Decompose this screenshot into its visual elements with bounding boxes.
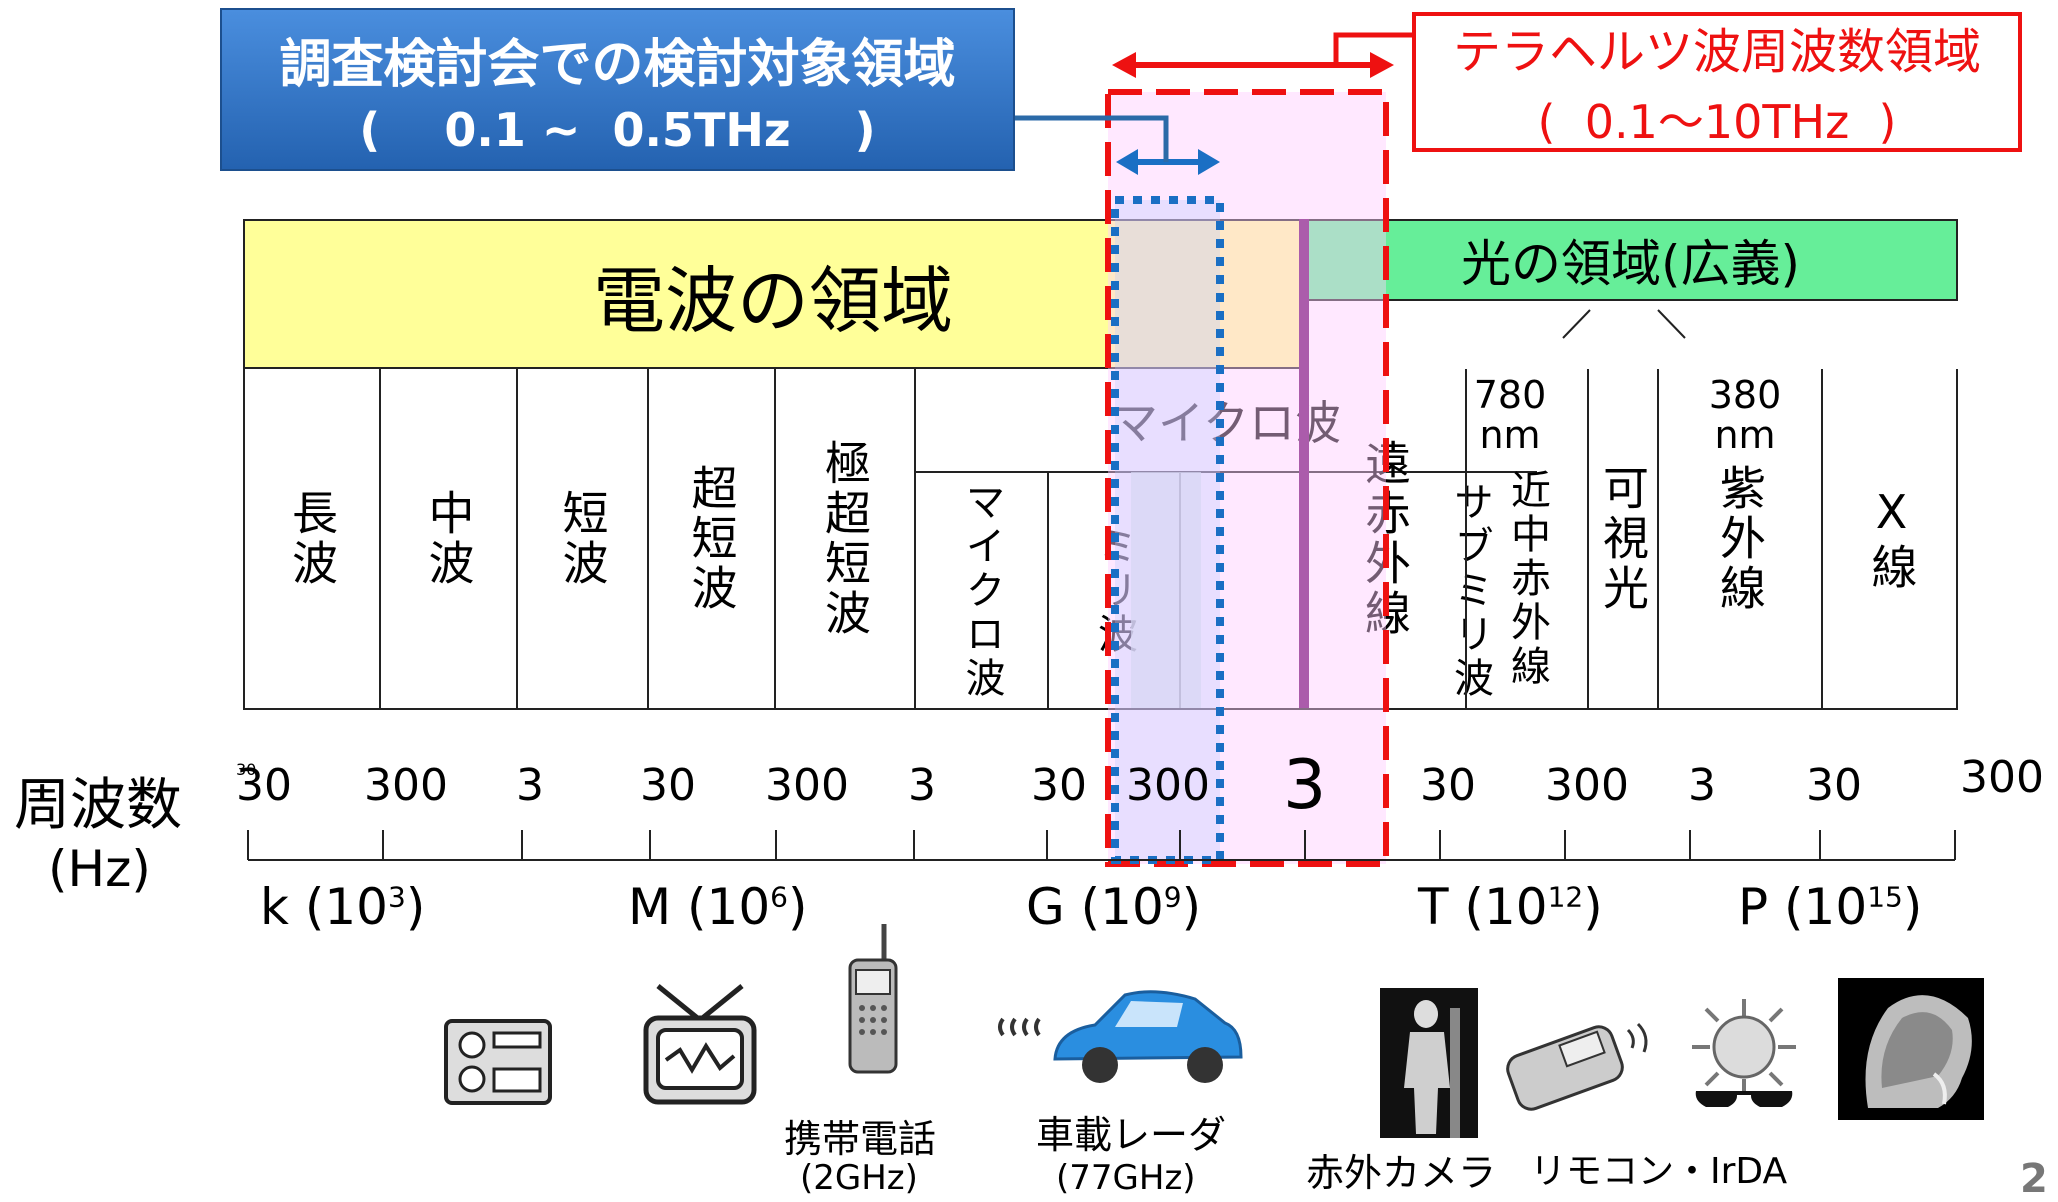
tick-label: 3 <box>1688 760 1716 811</box>
phone-icon <box>848 924 898 1074</box>
band-near-ir: 近中赤外線 <box>1467 369 1589 708</box>
radar-label: 車載レーダ <box>1036 1113 1227 1157</box>
tick-label: 300 <box>1126 760 1210 811</box>
sun-icon <box>1692 999 1796 1107</box>
tick-label: 300 <box>1960 752 2044 803</box>
band-vhf: 超短波 <box>649 369 776 708</box>
light-region-header: 光の領域(広義) <box>1303 219 1958 301</box>
remote-label: リモコン・IrDA <box>1530 1151 1788 1192</box>
study-range-title: 調査検討会での検討対象領域 <box>279 35 956 95</box>
band-uv: 紫外線 <box>1659 369 1823 708</box>
tick-label: 30 <box>1031 760 1087 811</box>
ir-camera-image <box>1380 988 1478 1138</box>
band-uhf: 極超短波 <box>776 369 916 708</box>
unit-g: G (109) <box>1026 878 1202 936</box>
band-microwave: マイクロ波 <box>916 473 1049 708</box>
study-range-box: 調査検討会での検討対象領域 ( 0.1 ~ 0.5THz ) <box>220 8 1015 171</box>
band-long: 長波 <box>245 369 381 708</box>
camera-label: 赤外カメラ <box>1306 1151 1497 1195</box>
unit-k: k (103) <box>260 878 426 936</box>
phone-label: 携帯電話 <box>784 1117 937 1161</box>
study-range-value: ( 0.1 ~ 0.5THz ) <box>359 103 876 157</box>
tick-label: 30 <box>236 760 257 779</box>
wavelength-780: 780 nm <box>1473 373 1547 457</box>
purple-divider <box>1299 219 1309 708</box>
band-table: 長波 中波 短波 超短波 極超短波 マイクロ波 マイクロ波 ミリ波 サブミリ波 … <box>243 219 1958 710</box>
unit-t: T (1012) <box>1418 878 1603 936</box>
tick-label: 3 <box>908 760 936 811</box>
xray-image <box>1838 978 1984 1120</box>
radio-region-label: 電波の領域 <box>592 258 953 343</box>
tick-label: 30 <box>1806 760 1862 811</box>
band-xray: X線 <box>1864 484 1919 593</box>
tick-label: 300 <box>765 760 849 811</box>
page-number: 2 <box>2020 1156 2048 1202</box>
tick-label: 30 <box>640 760 696 811</box>
band-submm: サブミリ波 <box>1447 480 1493 701</box>
radar-freq: (77GHz) <box>1056 1158 1196 1198</box>
light-region-label: 光の領域(広義) <box>1460 235 1800 293</box>
car-icon <box>998 990 1243 1083</box>
tick-label: 300 <box>1545 760 1629 811</box>
thz-range-value: ( 0.1〜10THz ) <box>1537 95 1897 149</box>
unit-m: M (106) <box>628 878 808 936</box>
tick-label: 300 <box>364 760 448 811</box>
tick-label: 3 <box>516 760 544 811</box>
wavelength-380: 380 nm <box>1708 373 1782 457</box>
tick-label: 3 <box>1283 746 1327 825</box>
radio-region-header: 電波の領域 <box>243 219 1303 369</box>
radio-icon <box>444 1019 552 1105</box>
thz-region-border <box>1105 89 1389 867</box>
remote-icon <box>1506 1022 1648 1111</box>
thz-range-box: テラヘルツ波周波数領域 ( 0.1〜10THz ) <box>1412 12 2022 152</box>
tick-label: 30 <box>236 760 292 811</box>
band-visible: 可視光 <box>1589 369 1659 708</box>
phone-freq: (2GHz) <box>800 1158 918 1198</box>
tick-label: 30 <box>1420 760 1476 811</box>
band-medium: 中波 <box>381 369 518 708</box>
thz-range-title: テラヘルツ波周波数領域 <box>1452 24 1981 80</box>
tv-icon <box>643 984 757 1105</box>
freq-label: 周波数 <box>14 773 182 838</box>
band-short: 短波 <box>518 369 649 708</box>
unit-p: P (1015) <box>1738 878 1923 936</box>
freq-unit: (Hz) <box>48 840 151 898</box>
